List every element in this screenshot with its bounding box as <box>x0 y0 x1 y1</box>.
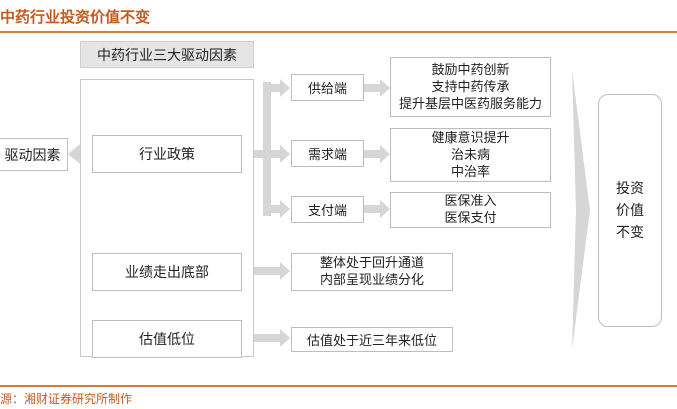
arrow-valuation-to-details <box>241 329 290 347</box>
detail-item: 提升基层中医药服务能力 <box>398 96 542 112</box>
end-demand: 需求端 <box>291 140 364 167</box>
end-supply: 供给端 <box>291 74 364 101</box>
detail-item: 整体处于回升通道 <box>319 256 424 271</box>
arrow-supply-to-details <box>364 79 390 97</box>
drivers-header: 中药行业三大驱动因素 <box>80 41 254 68</box>
detail-item: 健康意识提升 <box>431 130 510 146</box>
supply-details: 鼓励中药创新 支持中药传承 提升基层中医药服务能力 <box>390 57 551 117</box>
detail-item: 支持中药传承 <box>431 79 510 95</box>
detail-item: 医保准入 <box>444 194 497 209</box>
conclusion-box: 投资 价值 不变 <box>598 94 662 327</box>
factor-valuation: 估值低位 <box>92 320 242 358</box>
end-demand-label: 需求端 <box>307 148 347 163</box>
end-payment: 支付端 <box>291 196 364 223</box>
payment-details: 医保准入 医保支付 <box>390 192 551 228</box>
detail-item: 医保支付 <box>444 211 497 226</box>
footer-rule <box>0 385 677 387</box>
detail-item: 内部呈现业绩分化 <box>319 273 424 288</box>
arrow-payment-to-details <box>364 200 390 218</box>
arrow-to-payment <box>271 200 290 218</box>
title-rule <box>0 31 677 33</box>
arrow-performance-to-details <box>241 262 290 280</box>
valuation-details: 估值处于近三年来低位 <box>291 327 453 352</box>
performance-details: 整体处于回升通道 内部呈现业绩分化 <box>291 253 453 291</box>
arrow-to-supply <box>271 79 290 97</box>
factor-performance: 业绩走出底部 <box>92 253 242 291</box>
conclusion-line: 投资 <box>616 180 644 197</box>
conclusion-chevron <box>572 70 590 350</box>
drivers-header-label: 中药行业三大驱动因素 <box>97 47 237 64</box>
arrow-to-demand <box>271 145 290 163</box>
detail-item: 中治率 <box>450 164 490 180</box>
page-title: 中药行业投资价值不变 <box>0 8 151 26</box>
detail-item: 鼓励中药创新 <box>431 62 510 78</box>
drivers-panel <box>80 79 254 357</box>
conclusion-line: 不变 <box>616 224 644 241</box>
arrow-demand-to-details <box>364 145 390 163</box>
drivers-label-box: 驱动因素 <box>0 138 68 171</box>
factor-policy: 行业政策 <box>92 135 242 173</box>
end-payment-label: 支付端 <box>307 204 347 219</box>
detail-item: 估值处于近三年来低位 <box>306 334 437 349</box>
conclusion-line: 价值 <box>616 202 644 219</box>
source-note: 源：湘财证券研究所制作 <box>0 392 133 406</box>
factor-performance-label: 业绩走出底部 <box>125 265 209 281</box>
end-supply-label: 供给端 <box>307 82 347 97</box>
factor-valuation-label: 估值低位 <box>139 332 195 348</box>
detail-item: 治未病 <box>450 147 490 163</box>
demand-details: 健康意识提升 治未病 中治率 <box>390 128 551 182</box>
drivers-label: 驱动因素 <box>4 147 61 164</box>
factor-policy-label: 行业政策 <box>139 147 195 163</box>
